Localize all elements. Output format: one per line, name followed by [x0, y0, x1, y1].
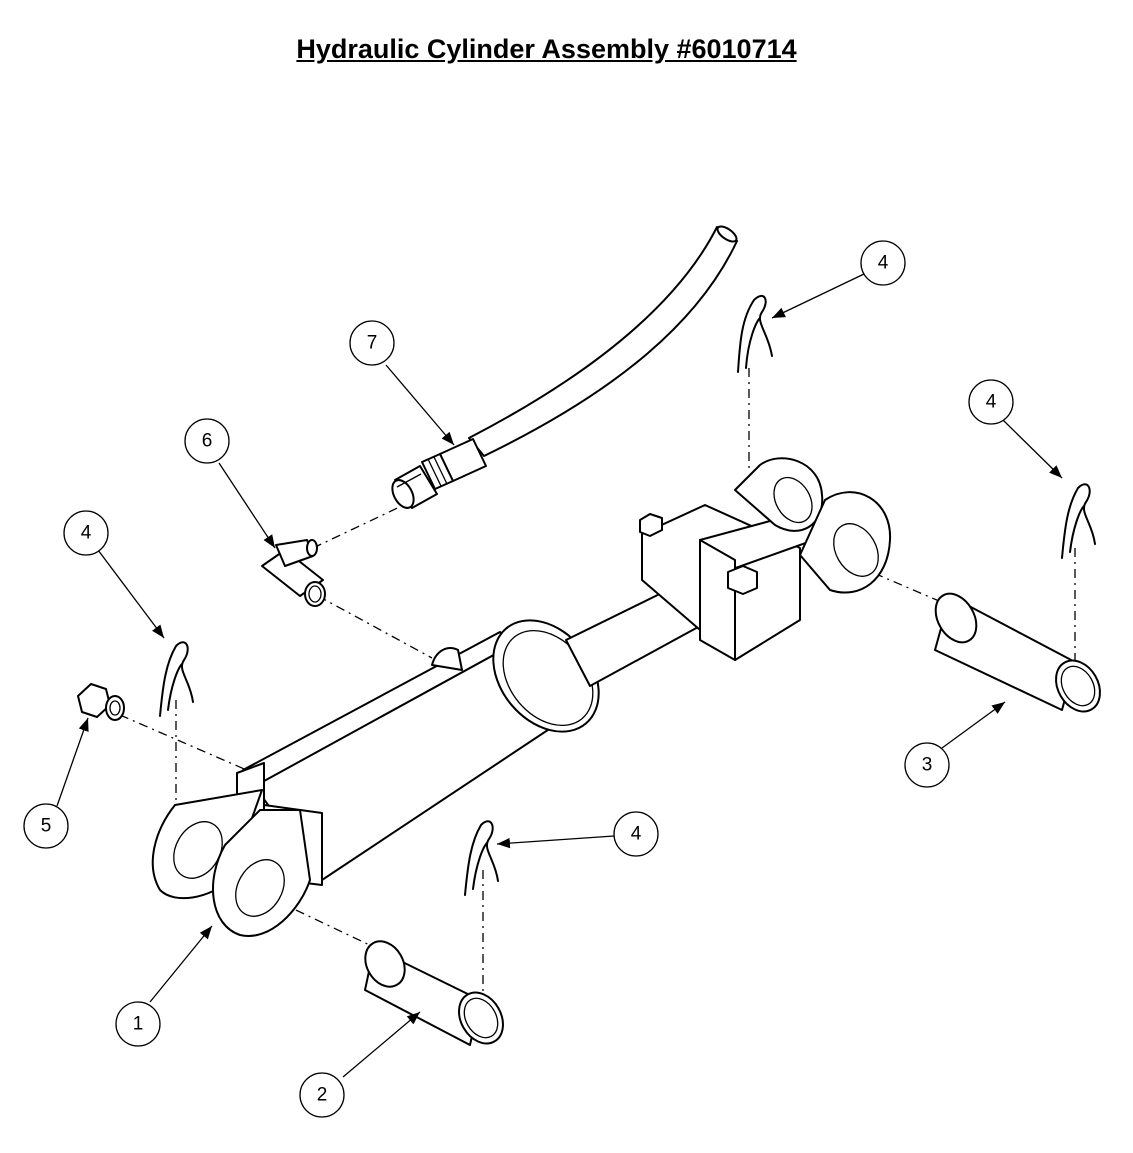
- clevis-pin-lower: [364, 940, 504, 1046]
- svg-text:2: 2: [317, 1085, 328, 1106]
- balloon-4-right: 4: [968, 379, 1014, 425]
- svg-text:3: 3: [922, 755, 933, 776]
- hairpin-clip-1: [737, 294, 773, 373]
- svg-text:1: 1: [133, 1014, 144, 1035]
- balloon-7: 7: [349, 320, 395, 366]
- elbow-fitting: [261, 539, 326, 607]
- balloon-5: 5: [23, 803, 69, 849]
- svg-text:4: 4: [81, 523, 92, 544]
- balloon-4-bottom: 4: [613, 811, 659, 857]
- balloon-4-top: 4: [860, 240, 906, 286]
- leader-lines: [56, 273, 1063, 1078]
- svg-text:7: 7: [367, 333, 378, 354]
- rod-clevis: [639, 457, 892, 661]
- balloon-3: 3: [904, 742, 950, 788]
- hairpin-clip-3: [159, 641, 194, 717]
- balloon-4-left: 4: [63, 510, 109, 556]
- balloon-2: 2: [299, 1072, 345, 1118]
- hydraulic-hose: [391, 225, 738, 509]
- hairpin-clip-2: [1061, 483, 1096, 559]
- svg-text:4: 4: [878, 253, 889, 274]
- hex-nut: [77, 683, 125, 721]
- svg-text:4: 4: [986, 392, 997, 413]
- base-clevis: [151, 762, 323, 937]
- clevis-pin-upper: [934, 592, 1101, 713]
- diagram-title: Hydraulic Cylinder Assembly #6010714: [296, 34, 797, 64]
- svg-text:6: 6: [202, 431, 213, 452]
- svg-text:4: 4: [631, 824, 642, 845]
- hairpin-clip-4: [464, 820, 499, 896]
- balloon-6: 6: [184, 418, 230, 464]
- svg-text:5: 5: [41, 816, 52, 837]
- balloon-1: 1: [115, 1001, 161, 1047]
